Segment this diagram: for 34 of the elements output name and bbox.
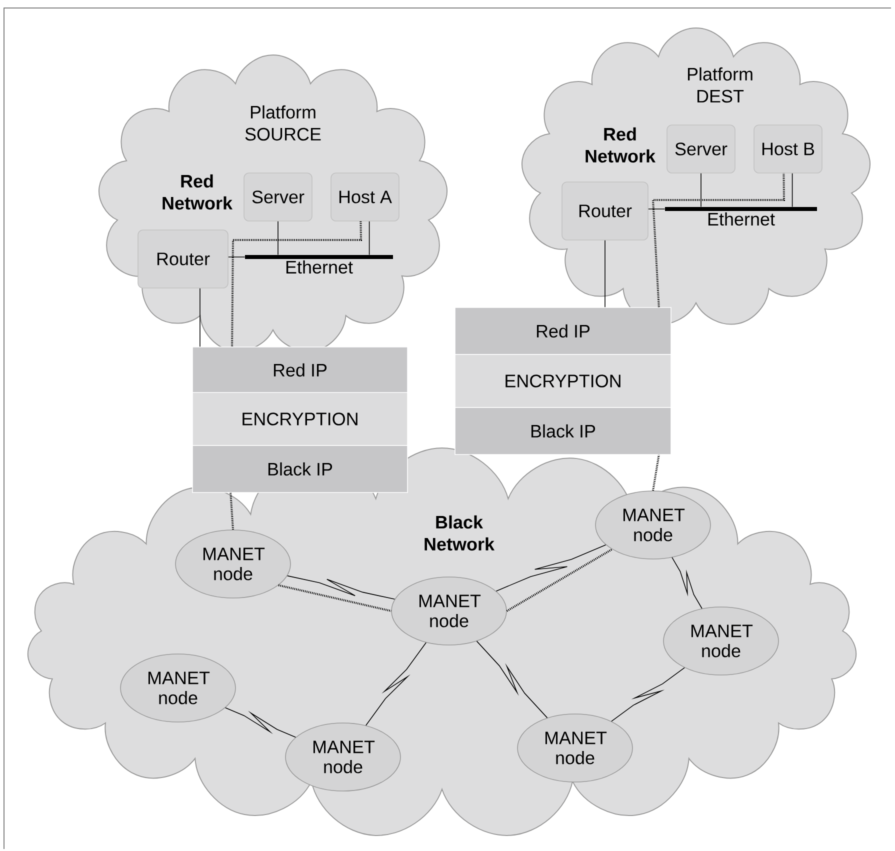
link-line [228,256,246,258]
router-box: Router [138,230,228,288]
server-box: Server [666,124,736,174]
protocol-layer: Black IP [454,407,672,455]
wireless-link [366,642,426,726]
protocol-layer: Red IP [454,307,672,355]
host-box: Host B [754,124,822,174]
packet-route [506,548,613,612]
wireless-link [286,575,396,600]
packet-route [652,454,660,491]
host-box: Host A [330,172,400,222]
node-label: Ethernet [708,212,775,226]
packet-route [231,221,362,347]
protocol-layer: ENCRYPTION [454,354,672,408]
link-line [700,173,702,208]
protocol-layer: Red IP [192,346,408,394]
packet-route [230,492,234,530]
protocol-layer: ENCRYPTION [192,392,408,446]
ethernet-bus: Ethernet [665,207,817,226]
link-line [792,173,793,208]
link-line [648,208,666,210]
node-label: Ethernet [286,260,353,274]
wireless-link [224,707,296,738]
packet-route [652,173,786,308]
link-line [604,240,606,308]
wireless-link [496,544,606,592]
wireless-link [476,640,548,718]
server-box: Server [244,172,312,222]
link-line [368,221,370,256]
wireless-link [611,667,685,722]
router-box: Router [562,182,648,240]
wireless-link [672,557,702,609]
ethernet-bus: Ethernet [245,255,393,274]
packet-route [278,584,392,612]
